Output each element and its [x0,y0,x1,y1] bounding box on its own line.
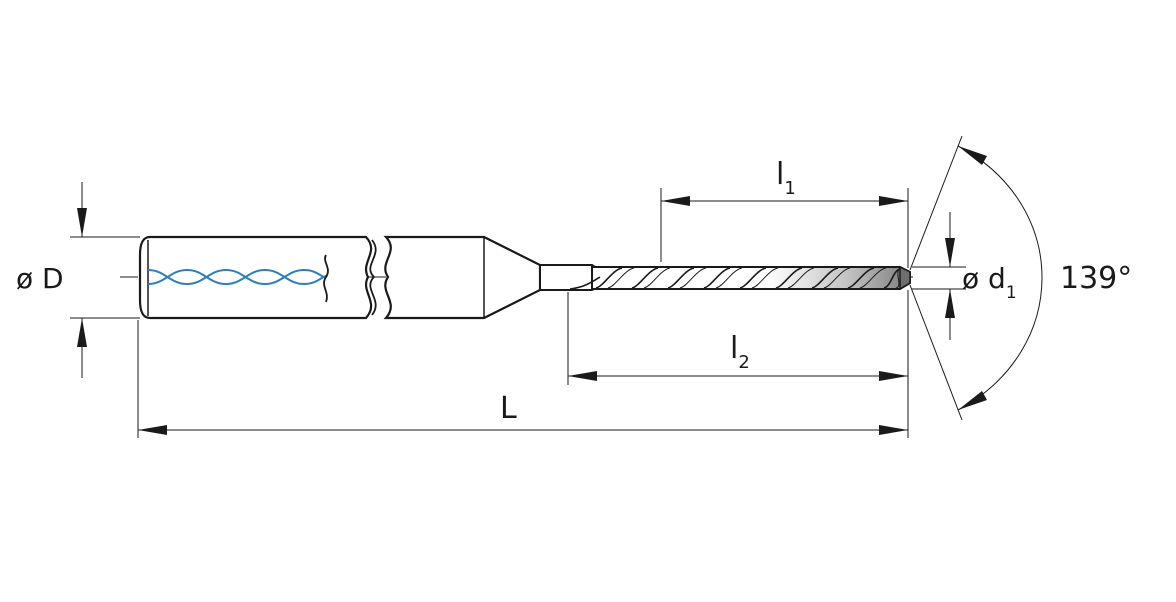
flute-helix-line [703,267,731,289]
shank [138,235,373,320]
dimension-tip-diameter [912,212,966,340]
point-angle-label: 139° [1060,261,1132,296]
dimension-flute-length [660,188,909,268]
flute-helix-line [847,267,875,289]
flute-helix-line [811,267,839,289]
flute-helix-line [679,267,707,289]
flute-helix-line [667,267,695,289]
flute-helix-line [715,267,743,289]
flute-helix-line [739,267,767,289]
drill-tip [899,265,911,291]
tip-diameter-symbol: ø d [962,262,1006,295]
body-length-subscript: 2 [738,352,749,373]
flute-body [591,266,911,290]
flute-helix-line [595,267,623,289]
body-length-label: l2 [730,331,750,373]
dimension-body-length [567,290,909,385]
dimension-point-angle [909,135,1043,421]
flute-helix-line [787,267,815,289]
dimension-overall-length [137,320,909,438]
flute-helix-line [643,267,671,289]
shank-right [383,235,542,320]
flute-helix-line [631,267,659,289]
flute-helix-line [607,267,635,289]
tip-diameter-subscript: 1 [1006,283,1017,303]
flute-helix-line [775,267,803,289]
dimension-shank-diameter [70,182,140,378]
break-lines [369,239,377,316]
flute-length-label: l1 [776,157,796,199]
channel-break-line [323,254,329,303]
flute-helix-line [751,267,779,289]
tip-diameter-label: ø d1 [962,262,1017,303]
flute-helix-line [823,267,851,289]
flute-length-symbol: l [776,157,784,192]
body-length-symbol: l [730,331,738,366]
overall-length-label: L [500,391,517,426]
flute-helix-line [859,267,887,289]
coolant-channels [147,268,327,286]
flute-runout [569,276,601,290]
flute-length-subscript: 1 [784,178,795,199]
shank-diameter-label: ø D [16,262,64,295]
flute-helix-lines [595,267,903,289]
